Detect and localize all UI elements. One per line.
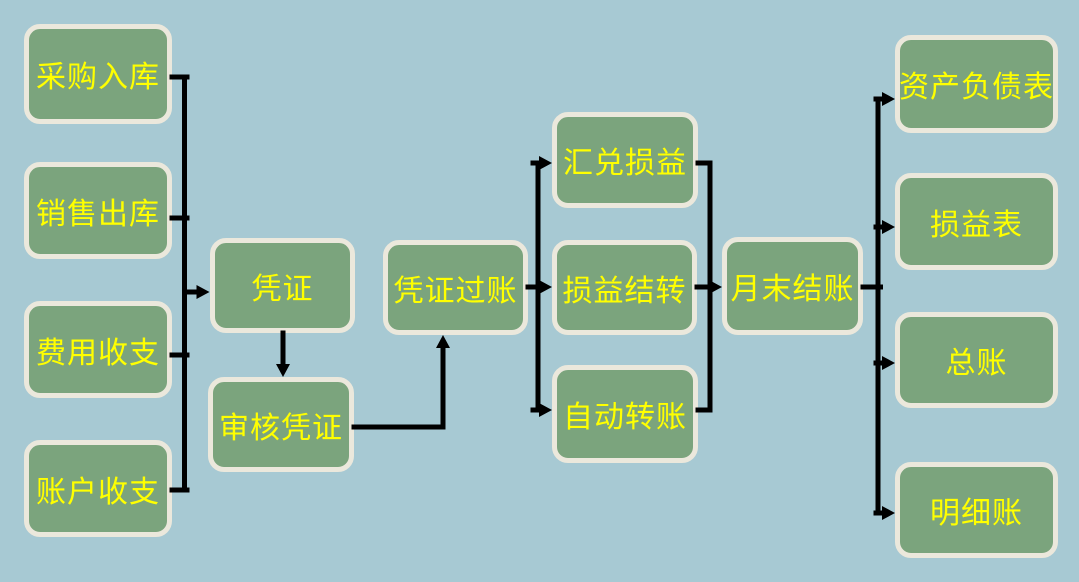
connector-posting-branch — [525, 156, 552, 417]
connector-inputs-to-voucher — [169, 74, 210, 493]
node-balance-sheet: 资产负债表 — [895, 35, 1058, 133]
node-subsidiary-ledger: 明细账 — [895, 462, 1058, 558]
connector-audit-to-posting — [351, 335, 450, 430]
node-month-end-closing: 月末结账 — [722, 237, 863, 335]
connector-merge-to-monthend — [694, 160, 722, 413]
node-auto-transfer: 自动转账 — [552, 365, 698, 463]
node-income-statement: 损益表 — [895, 173, 1058, 270]
node-purchase-inbound: 采购入库 — [24, 24, 172, 124]
node-profit-loss-carryover: 损益结转 — [552, 240, 697, 335]
connector-arrow-to-posting — [351, 335, 450, 430]
node-exchange-gain-loss: 汇兑损益 — [552, 112, 698, 208]
node-voucher: 凭证 — [210, 238, 355, 333]
node-audit-voucher: 审核凭证 — [208, 377, 354, 472]
node-account-income: 账户收支 — [24, 440, 172, 537]
node-general-ledger: 总账 — [895, 312, 1058, 408]
node-expense-income: 费用收支 — [24, 301, 172, 398]
node-voucher-posting: 凭证过账 — [383, 240, 528, 335]
connector-monthend-outputs — [860, 92, 895, 520]
node-sales-outbound: 销售出库 — [24, 162, 172, 259]
